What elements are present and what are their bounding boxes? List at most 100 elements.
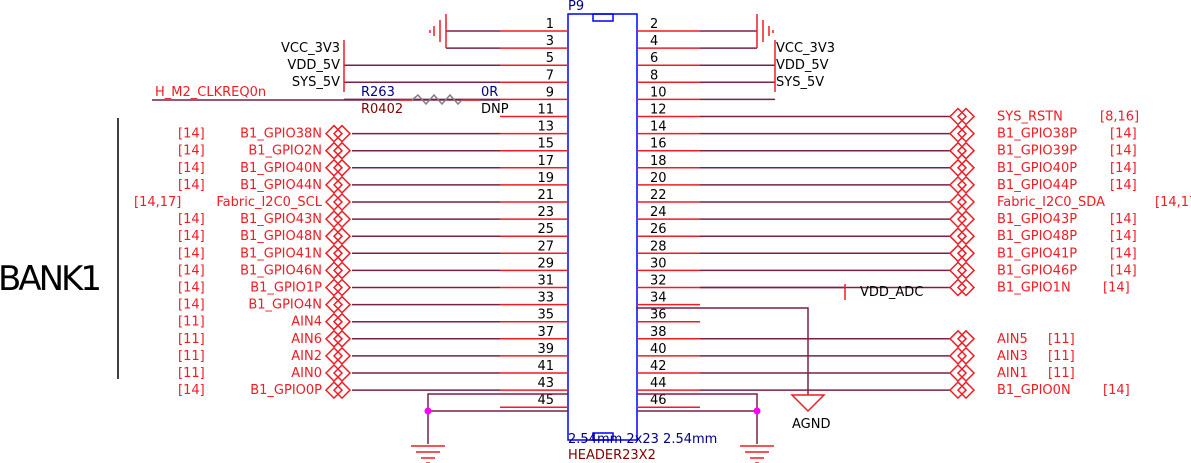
- net-label-left[interactable]: AIN2: [291, 349, 322, 364]
- offsheet-connector-icon: [948, 363, 976, 383]
- net-label-right[interactable]: B1_GPIO43P: [997, 212, 1077, 227]
- net-label-left[interactable]: B1_GPIO48N: [240, 229, 322, 244]
- net-ref-right[interactable]: [14]: [1110, 246, 1137, 261]
- pin-number: 38: [650, 325, 667, 340]
- net-label-left[interactable]: B1_GPIO46N: [240, 263, 322, 278]
- net-ref-left[interactable]: [14]: [178, 178, 205, 193]
- pin-number: 8: [650, 68, 658, 83]
- net-ref-left[interactable]: [14]: [178, 212, 205, 227]
- net-label-right[interactable]: B1_GPIO1N: [997, 281, 1071, 296]
- net-label-right[interactable]: B1_GPIO38P: [997, 127, 1077, 142]
- net-ref-left[interactable]: [14]: [178, 246, 205, 261]
- net-label-right[interactable]: B1_GPIO48P: [997, 229, 1077, 244]
- net-label-right[interactable]: B1_GPIO40P: [997, 161, 1077, 176]
- net-label-left[interactable]: B1_GPIO1P: [250, 281, 322, 296]
- net-ref-right[interactable]: [14]: [1110, 263, 1137, 278]
- net-label-left[interactable]: Fabric_I2C0_SCL: [216, 195, 322, 210]
- net-label-left[interactable]: AIN6: [291, 332, 322, 347]
- net-ref-right[interactable]: [8,16]: [1100, 110, 1139, 125]
- net-label-left[interactable]: AIN4: [291, 315, 322, 330]
- ground-symbol-bottom-right: [740, 445, 774, 463]
- net-ref-left[interactable]: [14]: [178, 298, 205, 313]
- net-ref-left[interactable]: [11]: [178, 332, 205, 347]
- offsheet-connector-icon: [948, 107, 976, 126]
- pin-number: 21: [537, 188, 554, 203]
- net-ref-right[interactable]: [14]: [1110, 212, 1137, 227]
- net-label-left[interactable]: B1_GPIO41N: [240, 246, 322, 261]
- net-label-right[interactable]: AIN1: [997, 366, 1028, 381]
- net-ref-right[interactable]: [14]: [1110, 178, 1137, 193]
- clkreq-net-label[interactable]: H_M2_CLKREQ0n: [155, 85, 266, 100]
- net-ref-right[interactable]: [14]: [1110, 127, 1137, 142]
- net-label-right[interactable]: AIN5: [997, 332, 1028, 347]
- net-label-left[interactable]: B1_GPIO0P: [250, 383, 322, 398]
- pin-number: 3: [546, 34, 554, 49]
- net-ref-right[interactable]: [14]: [1110, 144, 1137, 159]
- offsheet-connector-icon: [324, 312, 352, 331]
- net-label-right[interactable]: B1_GPIO46P: [997, 263, 1077, 278]
- net-label-left[interactable]: AIN0: [291, 366, 322, 381]
- resistor-note: DNP: [481, 102, 509, 117]
- agnd-wire: [636, 307, 809, 395]
- pin-number: 7: [546, 68, 554, 83]
- pin-number: 20: [650, 171, 667, 186]
- pin-number: 26: [650, 222, 667, 237]
- pin-number: 10: [650, 85, 667, 100]
- net-ref-left[interactable]: [11]: [178, 349, 205, 364]
- pin-number: 15: [537, 137, 554, 152]
- net-ref-left[interactable]: [14]: [178, 144, 205, 159]
- pin-number: 42: [650, 359, 667, 374]
- net-ref-right[interactable]: [11]: [1048, 366, 1075, 381]
- net-ref-left[interactable]: [11]: [178, 366, 205, 381]
- net-ref-left[interactable]: [14]: [178, 263, 205, 278]
- net-ref-left[interactable]: [14]: [178, 229, 205, 244]
- net-label-left[interactable]: B1_GPIO40N: [240, 161, 322, 176]
- net-label-left[interactable]: B1_GPIO4N: [248, 298, 322, 313]
- offsheet-connector-icon: [324, 192, 352, 212]
- net-label-group: B1_GPIO38N [14] B1_GPIO2N [14] B1_GPIO40N [14…: [134, 107, 1191, 400]
- offsheet-connector-icon: [948, 381, 976, 400]
- net-label-right[interactable]: Fabric_I2C0_SDA: [997, 195, 1105, 210]
- pin-number: 35: [537, 308, 554, 323]
- junction-dot-left: [424, 407, 432, 415]
- net-ref-right[interactable]: [14]: [1103, 281, 1130, 296]
- ground-symbol-bottom-left: [411, 445, 445, 463]
- net-ref-right[interactable]: [14]: [1103, 383, 1130, 398]
- bank-label: BANK1: [0, 259, 99, 299]
- net-ref-right[interactable]: [14]: [1110, 229, 1137, 244]
- net-ref-right[interactable]: [14,17]: [1155, 195, 1191, 210]
- net-ref-left[interactable]: [14]: [178, 127, 205, 142]
- header-p9[interactable]: [567, 13, 638, 441]
- net-ref-left[interactable]: [14]: [178, 383, 205, 398]
- offsheet-connector-icon: [948, 124, 976, 143]
- ground-symbol-top-right: [756, 14, 774, 48]
- net-label-right[interactable]: B1_GPIO0N: [997, 383, 1071, 398]
- net-label-left[interactable]: B1_GPIO2N: [248, 144, 322, 159]
- net-ref-left[interactable]: [14,17]: [134, 195, 181, 210]
- offsheet-connector-icon: [324, 210, 352, 229]
- net-ref-right[interactable]: [14]: [1110, 161, 1137, 176]
- offsheet-connector-icon: [324, 329, 352, 348]
- net-ref-right[interactable]: [11]: [1048, 349, 1075, 364]
- offsheet-connector-icon: [948, 227, 976, 246]
- net-ref-right[interactable]: [11]: [1048, 332, 1075, 347]
- net-ref-left[interactable]: [11]: [178, 315, 205, 330]
- power-right-sys5v: SYS_5V: [776, 75, 824, 90]
- net-label-left[interactable]: B1_GPIO43N: [240, 212, 322, 227]
- net-label-left[interactable]: B1_GPIO44N: [240, 178, 322, 193]
- component-footprint: 2.54mm 2x23 2.54mm: [568, 432, 717, 447]
- net-label-right[interactable]: B1_GPIO39P: [997, 144, 1077, 159]
- net-label-left[interactable]: B1_GPIO38N: [240, 127, 322, 142]
- pin-number: 17: [537, 154, 554, 169]
- offsheet-connector-icon: [324, 278, 352, 297]
- net-label-right[interactable]: B1_GPIO44P: [997, 178, 1077, 193]
- power-left-vdd5v: VDD_5V: [287, 58, 340, 73]
- pin-number: 12: [650, 103, 667, 118]
- ground-symbol-top-left: [429, 14, 447, 48]
- net-ref-left[interactable]: [14]: [178, 161, 205, 176]
- net-label-right[interactable]: AIN3: [997, 349, 1028, 364]
- resistor-r263[interactable]: [400, 93, 480, 106]
- net-label-right[interactable]: SYS_RSTN: [997, 110, 1063, 125]
- net-label-right[interactable]: B1_GPIO41P: [997, 246, 1077, 261]
- net-ref-left[interactable]: [14]: [178, 281, 205, 296]
